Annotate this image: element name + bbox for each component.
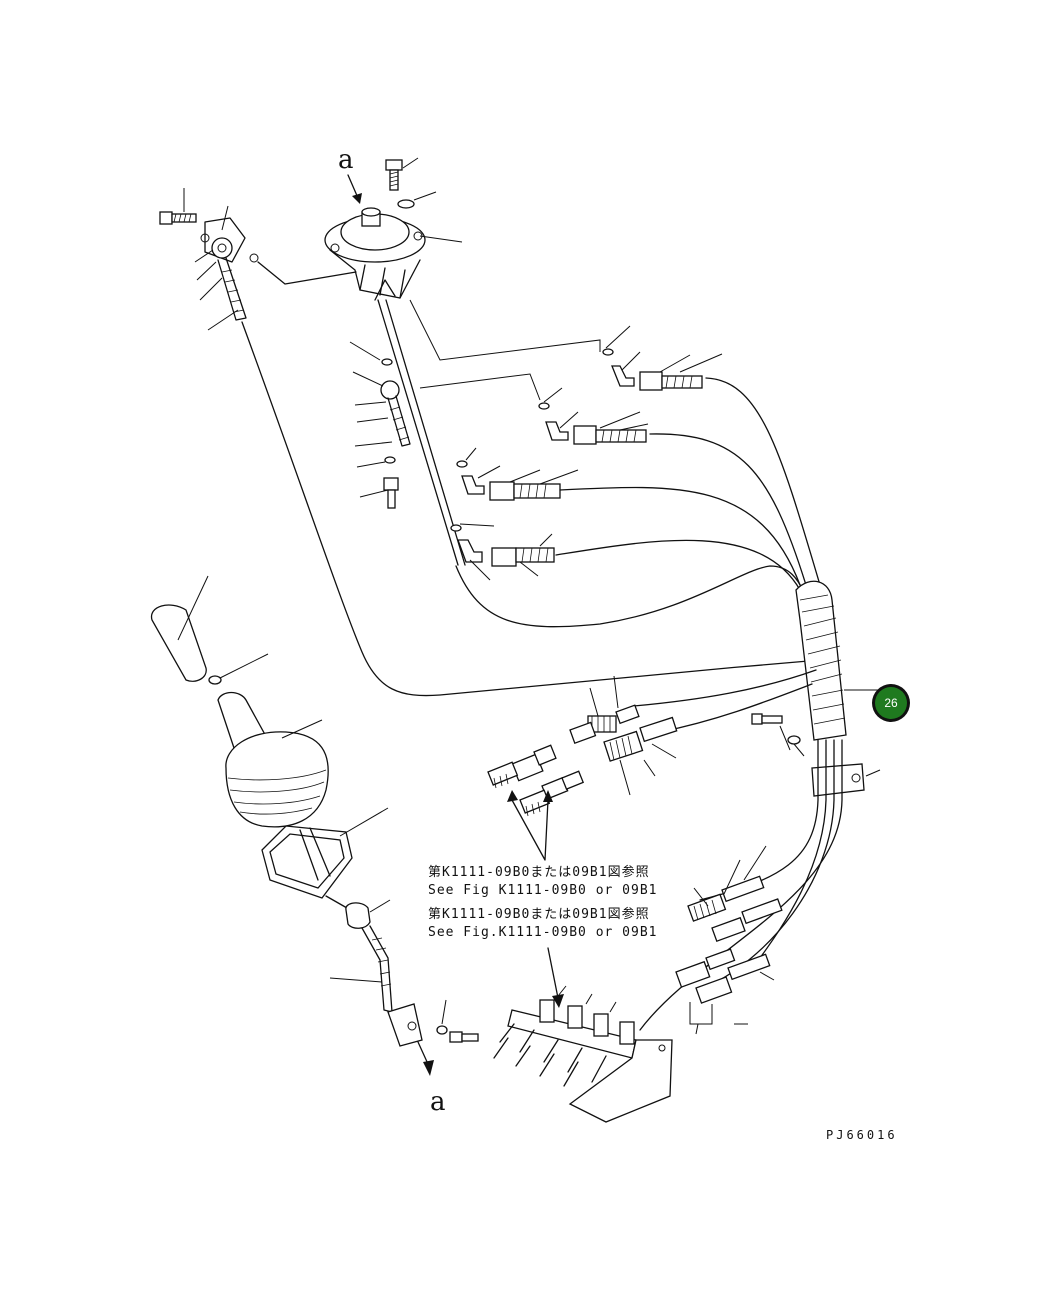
hose-bundle-wrap	[795, 580, 880, 741]
couplers-middle	[487, 675, 678, 817]
lever-bolt	[436, 999, 479, 1043]
center-rod	[377, 299, 466, 566]
lower-hose-runs	[633, 669, 843, 1031]
hose-row-2	[419, 373, 649, 445]
linkage-line-top	[257, 261, 357, 285]
hose-row-3	[456, 447, 579, 501]
control-valve-block	[493, 985, 673, 1123]
hose-row-1	[409, 299, 723, 391]
lever-knob	[151, 575, 269, 685]
view-arrow-top	[347, 174, 359, 199]
reference-arrows-1	[507, 790, 553, 861]
pilot-valve	[324, 207, 426, 301]
reference-note-2-en: See Fig.K1111-09B0 or 09B1	[428, 925, 658, 940]
reference-note-1-en: See Fig K1111-09B0 or 09B1	[428, 883, 658, 898]
reference-note-2-ja: 第K1111-09B0または09B1図参照	[428, 906, 650, 922]
couplers-lower-right	[675, 845, 783, 1035]
callout-badge[interactable]: 26	[872, 684, 910, 722]
view-arrow-bottom	[417, 1041, 429, 1065]
callout-badge-label: 26	[884, 696, 898, 710]
lever-lower-rod	[325, 895, 423, 1047]
reference-note-1-ja: 第K1111-09B0または09B1図参照	[428, 864, 650, 880]
rod-end-center	[380, 358, 411, 509]
hose-clamp	[751, 713, 881, 797]
view-marker-top: a	[338, 145, 354, 175]
bracket-plate	[204, 217, 246, 263]
drawing-code: PJ66016	[826, 1128, 898, 1142]
callout-badge-fill	[875, 687, 907, 719]
control-rod	[241, 321, 821, 697]
rod-end-left	[211, 237, 247, 321]
lever-base-plate	[261, 807, 389, 899]
lever-boot	[217, 691, 329, 828]
leader-lines-valve	[402, 157, 463, 243]
valve-bolt	[385, 159, 415, 209]
view-marker-bottom: a	[430, 1087, 446, 1117]
hose-runs	[455, 377, 821, 628]
reference-arrow-2	[547, 947, 564, 1008]
hose-row-4	[450, 523, 555, 581]
left-bolt	[159, 211, 197, 225]
